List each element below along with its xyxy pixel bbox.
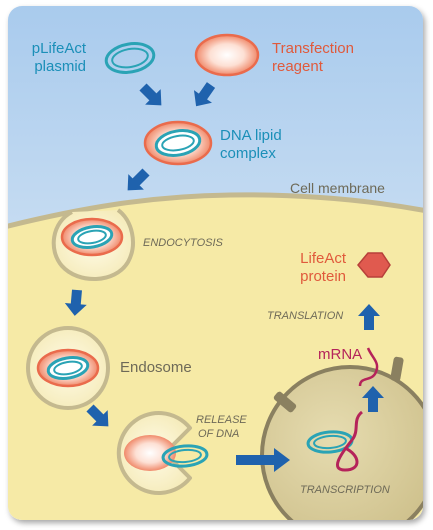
translation-label: TRANSLATION [267, 310, 343, 322]
endosome [26, 326, 110, 410]
arrow-icon [86, 404, 109, 427]
protein-label-line1: LifeAct [300, 250, 347, 267]
arrow-icon [193, 82, 216, 107]
reagent-label-line2: reagent [272, 58, 324, 75]
endocytosis-label: ENDOCYTOSIS [143, 237, 224, 249]
release-label-line1: RELEASE [196, 414, 247, 426]
nuclear-dna [306, 410, 364, 472]
mrna-strand [358, 347, 379, 387]
plasmid-label-line2: plasmid [34, 58, 86, 75]
complex-label-line1: DNA lipid [220, 127, 282, 144]
arrow-icon [358, 304, 380, 330]
mrna-label: mRNA [318, 346, 362, 363]
reagent-icon [194, 33, 260, 77]
transcription-label: TRANSCRIPTION [300, 484, 390, 496]
plasmid-ring-icon [104, 42, 156, 74]
arrow-icon [362, 386, 384, 412]
hexagon-protein-icon [357, 252, 391, 278]
arrow-icon [127, 168, 150, 191]
complex-label-line2: complex [220, 145, 276, 162]
release-vesicle [116, 411, 209, 495]
reagent-label-line1: Transfection [272, 40, 354, 57]
vesicle-icon [51, 208, 135, 281]
dna-lipid-complex [143, 120, 213, 166]
arrow-icon [139, 83, 162, 106]
endosome-label: Endosome [120, 359, 192, 376]
cell-membrane-label: Cell membrane [290, 180, 385, 196]
protein-label-line2: protein [300, 268, 346, 285]
release-label-line2: OF DNA [198, 428, 239, 440]
arrow-icon [236, 448, 290, 472]
plasmid-label-line1: pLifeAct [32, 40, 87, 57]
arrow-icon [64, 289, 87, 316]
